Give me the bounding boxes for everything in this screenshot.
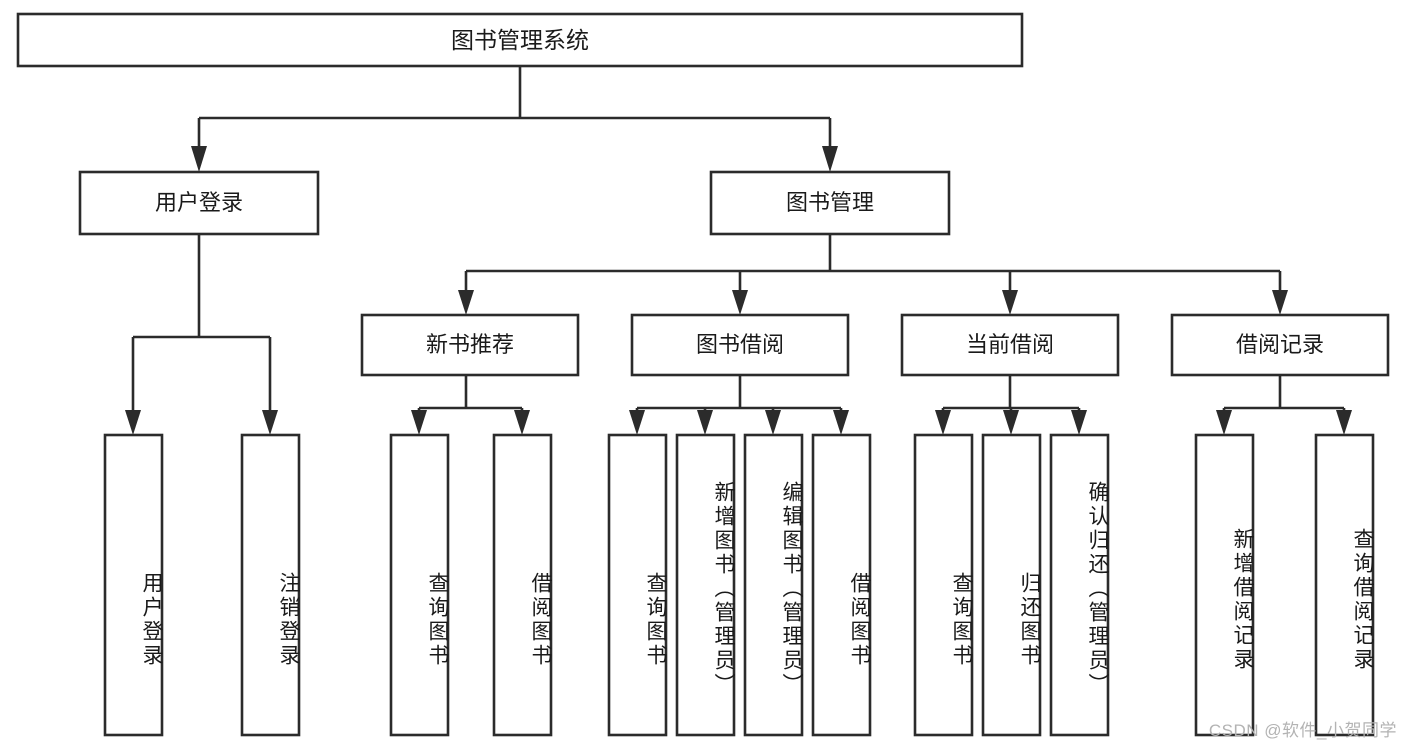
node-box-leaf-borrow-book-1[interactable] [492,433,553,737]
node-box-book-manage[interactable] [709,170,951,236]
arrowhead-leaf-add-record [1216,410,1232,435]
node-box-book-borrow[interactable] [630,313,850,377]
node-label-new-book-rec: 新书推荐 [426,332,514,357]
node-label-current-borrow: 当前借阅 [966,332,1054,357]
node-box-leaf-add-record[interactable] [1194,433,1255,737]
arrowhead-leaf-logout [262,410,278,435]
node-label-borrow-record: 借阅记录 [1236,332,1324,357]
arrowhead-leaf-borrow-book-2 [833,410,849,435]
node-box-leaf-user-login[interactable] [103,433,164,737]
arrowhead-borrow-record [1272,290,1288,315]
node-label-root: 图书管理系统 [451,27,589,53]
connector-group-book-borrow [629,375,849,435]
node-box-leaf-query-book-2[interactable] [607,433,668,737]
connector-group-user-login [125,234,278,435]
connector-group-borrow-record [1216,375,1352,435]
connector-group-new-book-rec [411,375,530,435]
node-box-new-book-rec[interactable] [360,313,580,377]
node-box-leaf-query-record[interactable] [1314,433,1375,737]
node-box-leaf-borrow-book-2[interactable] [811,433,872,737]
arrowhead-leaf-add-book [697,410,713,435]
arrowhead-current-borrow [1002,290,1018,315]
arrowhead-leaf-query-book-1 [411,410,427,435]
arrowhead-book-borrow [732,290,748,315]
node-label-book-manage: 图书管理 [786,190,874,215]
connector-group-current-borrow [935,375,1087,435]
node-box-current-borrow[interactable] [900,313,1120,377]
node-box-user-login[interactable] [78,170,320,236]
node-box-root[interactable] [16,12,1024,68]
node-box-leaf-return-book[interactable] [981,433,1042,737]
node-box-leaf-confirm-return[interactable] [1049,433,1110,737]
arrowhead-leaf-query-record [1336,410,1352,435]
arrowhead-leaf-return-book [1003,410,1019,435]
arrowhead-leaf-query-book-3 [935,410,951,435]
arrowhead-leaf-user-login [125,410,141,435]
arrowhead-leaf-confirm-return [1071,410,1087,435]
connector-group-book-manage [458,234,1288,315]
node-box-borrow-record[interactable] [1170,313,1390,377]
node-label-user-login: 用户登录 [155,190,243,215]
node-box-leaf-edit-book[interactable] [743,433,804,737]
node-box-leaf-add-book[interactable] [675,433,736,737]
node-box-leaf-logout[interactable] [240,433,301,737]
arrowhead-new-book-rec [458,290,474,315]
arrowhead-leaf-borrow-book-1 [514,410,530,435]
arrowhead-leaf-edit-book [765,410,781,435]
arrowhead-leaf-query-book-2 [629,410,645,435]
arrowhead-book-manage [822,146,838,172]
connector-group-root [191,66,838,172]
node-box-leaf-query-book-1[interactable] [389,433,450,737]
arrowhead-user-login [191,146,207,172]
node-box-leaf-query-book-3[interactable] [913,433,974,737]
node-label-book-borrow: 图书借阅 [696,332,784,357]
watermark-text: CSDN @软件_小贺同学 [1208,721,1397,740]
